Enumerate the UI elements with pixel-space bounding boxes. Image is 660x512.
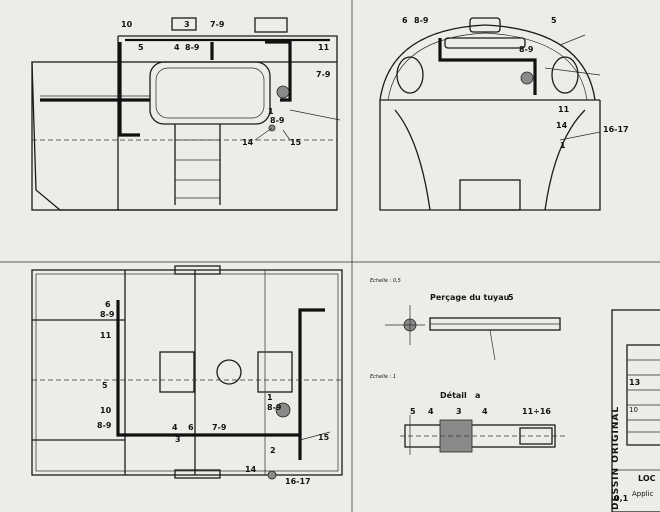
label-16-17-plan: 16-17 <box>285 477 311 486</box>
label-8-9-plan-c: 8-9 <box>267 403 282 412</box>
label-7-9-top: 7-9 <box>210 20 225 29</box>
label-1-side: 1 <box>268 107 274 116</box>
label-8-9-plan: 8-9 <box>100 310 115 319</box>
label-15-side: 15 <box>290 138 302 147</box>
detail-title: Détail <box>440 390 467 400</box>
label-8-9-top: 8-9 <box>185 43 200 52</box>
scale-half: Echelle : 0,5 <box>370 278 401 284</box>
label-14-plan: 14 <box>245 465 257 474</box>
label-10: 10 <box>121 20 133 29</box>
label-11-front: 11 <box>558 105 570 114</box>
title-row-10: 10 <box>629 406 638 414</box>
label-14-front: 14 <box>556 121 568 130</box>
label-4-top: 4 <box>174 43 180 52</box>
label-5-top: 5 <box>138 43 144 52</box>
plan-view <box>31 265 343 480</box>
detail-a-view <box>400 415 565 455</box>
label-8-9-side: 8-9 <box>270 116 285 125</box>
title-loc: LOC <box>638 474 656 483</box>
label-7-9-plan: 7-9 <box>212 423 227 432</box>
detail-ref: a <box>475 391 480 400</box>
label-1-plan: 1 <box>267 393 273 402</box>
pipe-drilling-view <box>385 305 561 361</box>
label-15-plan: 15 <box>318 433 330 442</box>
label-16-17-front: 16-17 <box>603 125 629 134</box>
label-11-plan: 11 <box>100 331 112 340</box>
label-6-front: 6 <box>402 16 408 25</box>
title-applic: Applic <box>632 490 654 498</box>
label-8-9-plan-b: 8-9 <box>97 421 112 430</box>
label-4-detail-b: 4 <box>482 407 488 416</box>
label-10-plan: 10 <box>100 406 112 415</box>
label-5-detail: 5 <box>410 407 416 416</box>
label-6-plan: 6 <box>105 300 111 309</box>
label-11-top: 11 <box>318 43 330 52</box>
label-3-detail: 3 <box>456 407 462 416</box>
label-8-9-front: 8-9 <box>414 16 429 25</box>
label-8-9-front-mid: 8-9 <box>519 45 534 54</box>
label-11-16-detail: 11÷16 <box>522 407 551 416</box>
label-4-detail: 4 <box>428 407 434 416</box>
side-view <box>31 17 341 211</box>
label-14-side: 14 <box>242 138 254 147</box>
title-row-13: 13 <box>629 378 641 387</box>
scale-one: Echelle : 1 <box>370 374 396 380</box>
label-3-top: 3 <box>184 20 190 29</box>
percage-ref: 5 <box>508 293 514 302</box>
label-1-front: 1 <box>560 141 566 150</box>
percage-title: Perçage du tuyau <box>430 293 510 302</box>
label-5-front: 5 <box>551 16 557 25</box>
label-3-plan: 3 <box>175 435 181 444</box>
label-2-plan: 2 <box>270 446 276 455</box>
label-8-plan: 6 <box>188 423 194 432</box>
front-view <box>379 17 601 211</box>
label-7-9-side: 7-9 <box>316 70 331 79</box>
title-block <box>611 309 660 512</box>
label-5-plan: 5 <box>102 381 108 390</box>
label-4-plan: 4 <box>172 423 178 432</box>
title-row-01: 0,1 <box>614 494 629 503</box>
